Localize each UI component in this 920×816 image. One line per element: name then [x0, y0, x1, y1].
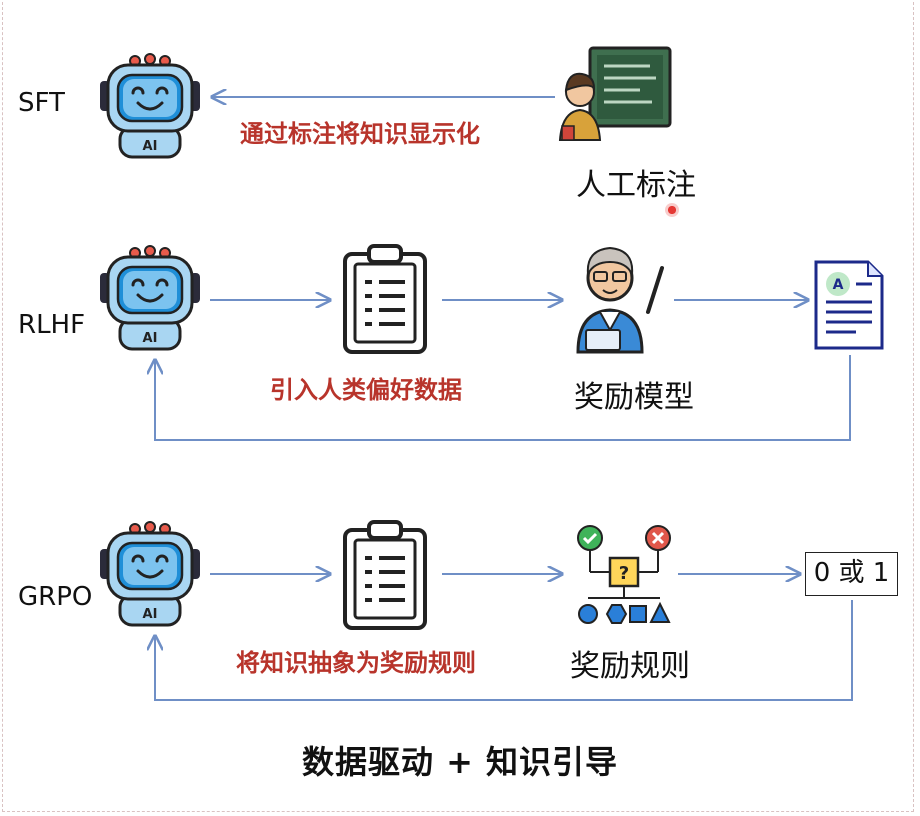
clipboard-icon-rlhf: [343, 244, 427, 354]
sft-arrow-text: 通过标注将知识显示化: [240, 120, 480, 148]
graded-document-icon: [814, 260, 884, 350]
robot-badge-grpo: AI: [143, 607, 158, 622]
footer-caption: 数据驱动 + 知识引导: [301, 743, 619, 781]
grpo-data-text: 将知识抽象为奖励规则: [236, 649, 476, 677]
row-label-grpo: GRPO: [18, 582, 93, 612]
rlhf-data-text: 引入人类偏好数据: [270, 376, 462, 404]
clipboard-icon-grpo: [343, 520, 427, 630]
pointer-indicator: [665, 203, 679, 217]
robot-badge-rlhf: AI: [143, 331, 158, 346]
robot-badge-sft: AI: [143, 139, 158, 154]
decision-rule-icon: [577, 525, 671, 624]
row-label-sft: SFT: [18, 88, 65, 118]
teacher-blackboard-icon: [558, 46, 672, 141]
grpo-output-box: 0 或 1: [805, 552, 898, 596]
arrow-feedback-grpo: [155, 600, 853, 701]
row-label-rlhf: RLHF: [18, 310, 86, 340]
sft-annotator-label: 人工标注: [576, 168, 696, 203]
document-grade-letter: A: [833, 277, 844, 293]
grpo-rule-label: 奖励规则: [570, 649, 690, 684]
rule-question-mark: ?: [619, 563, 629, 584]
teacher-icon: [576, 246, 664, 354]
arrow-feedback-rlhf: [155, 355, 851, 441]
rlhf-model-label: 奖励模型: [574, 380, 694, 415]
